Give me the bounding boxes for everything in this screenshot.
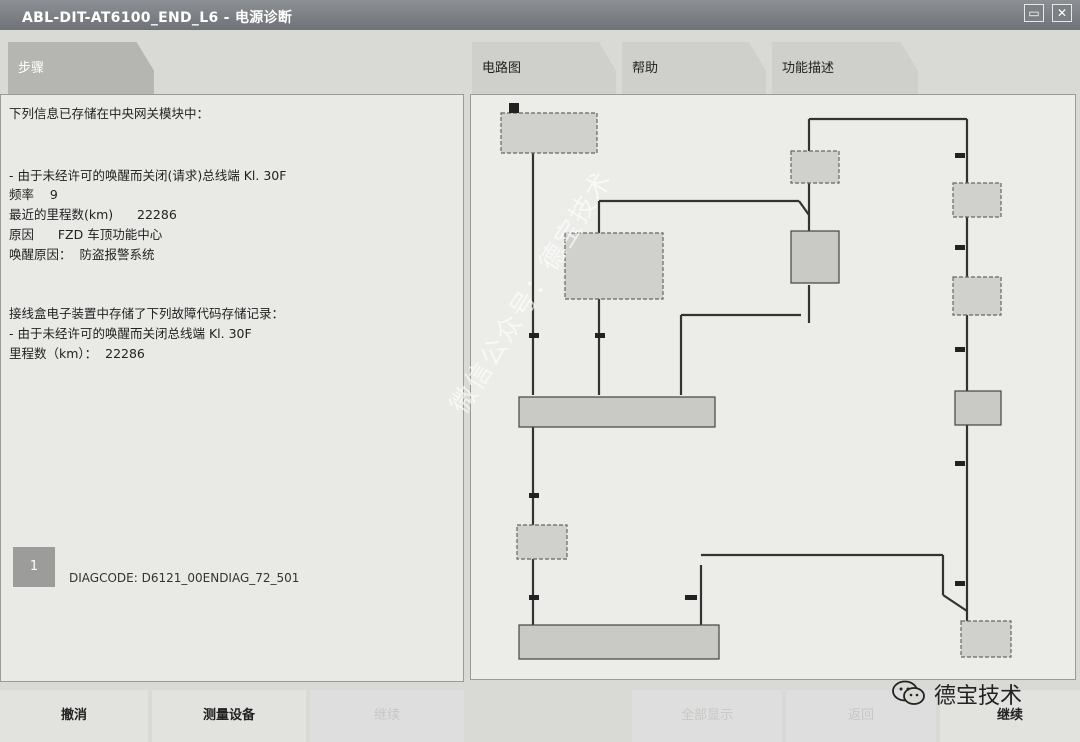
restore-window-icon[interactable]: ▭ — [1024, 4, 1044, 22]
continue-button-left[interactable]: 继续 — [310, 690, 464, 742]
step-text-line: 下列信息已存储在中央网关模块中： — [9, 106, 210, 121]
measure-device-button[interactable]: 测量设备 — [152, 690, 306, 742]
tab-steps[interactable]: 步骤 — [8, 42, 154, 94]
diag-code: DIAGCODE: D6121_00ENDIAG_72_501 — [69, 571, 300, 585]
step-text-line: 接线盒电子装置中存储了下列故障代码存储记录： — [9, 306, 285, 321]
step-text-line: 最近的里程数(km) 22286 — [9, 207, 177, 222]
circuit-diagram — [500, 103, 1012, 660]
window-titlebar: ABL-DIT-AT6100_END_L6 - 电源诊断 — [0, 0, 1080, 30]
tab-help-label: 帮助 — [632, 61, 659, 76]
diag-number-badge[interactable]: 1 — [13, 547, 55, 587]
circuit-diagram-panel — [470, 94, 1076, 680]
wechat-icon — [892, 680, 925, 705]
show-all-button[interactable]: 全部显示 — [632, 690, 782, 742]
steps-panel: 下列信息已存储在中央网关模块中： - 由于未经许可的唤醒而关闭(请求)总线端 K… — [0, 94, 464, 682]
brand-text: 德宝技术 — [934, 684, 1023, 709]
tab-help[interactable]: 帮助 — [622, 42, 766, 94]
next-button[interactable]: 继续 — [940, 690, 1080, 742]
tab-steps-label: 步骤 — [18, 61, 45, 76]
window-title: ABL-DIT-AT6100_END_L6 - 电源诊断 — [22, 10, 293, 26]
cancel-button[interactable]: 撤消 — [0, 690, 148, 742]
tab-function-label: 功能描述 — [782, 61, 835, 76]
step-text-line: - 由于未经许可的唤醒而关闭总线端 Kl. 30F — [9, 326, 252, 341]
step-text-line: 原因 FZD 车顶功能中心 — [9, 227, 163, 242]
tab-circuit[interactable]: 电路图 — [472, 42, 616, 94]
tab-circuit-label: 电路图 — [482, 61, 522, 76]
close-window-icon[interactable]: ✕ — [1052, 4, 1072, 22]
step-text-line: 唤醒原因： 防盗报警系统 — [9, 247, 155, 262]
tab-function-description[interactable]: 功能描述 — [772, 42, 918, 94]
step-text-line: - 由于未经许可的唤醒而关闭(请求)总线端 Kl. 30F — [9, 168, 287, 183]
step-text-line: 里程数（km）： 22286 — [9, 346, 145, 361]
step-text-line: 频率 9 — [9, 187, 58, 202]
